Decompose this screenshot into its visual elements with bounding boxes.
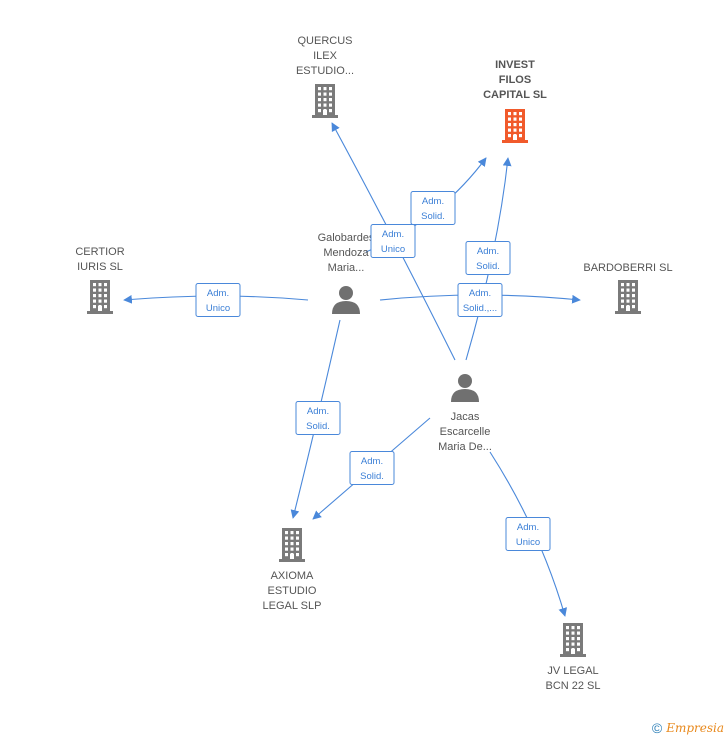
building-icon <box>279 528 305 562</box>
node-label: ESTUDIO... <box>296 65 354 77</box>
node-label: AXIOMA <box>271 570 314 582</box>
edge-label-box <box>465 241 511 275</box>
node-label: Maria... <box>328 262 365 274</box>
edge-label-box <box>349 451 395 485</box>
node-bardoberri[interactable]: BARDOBERRI SL <box>583 262 673 314</box>
node-label: BARDOBERRI SL <box>583 262 672 274</box>
edge-label-text: Adm. <box>477 246 499 257</box>
edge-label-galobardes-to-axioma[interactable]: Adm. Solid. <box>295 401 341 435</box>
edge-label-text: Unico <box>206 303 230 314</box>
brand-logo[interactable]: Empresia <box>666 721 724 735</box>
node-label: BCN 22 SL <box>545 680 600 692</box>
edge-label-text: Unico <box>516 537 540 548</box>
edge-label-text: Solid. <box>360 471 384 482</box>
edge-label-text: Solid.,... <box>463 303 497 314</box>
edge-label-text: Adm. <box>207 288 229 299</box>
node-certior[interactable]: CERTIOR IURIS SL <box>75 246 125 314</box>
edge-label-text: Adm. <box>422 196 444 207</box>
node-quercus[interactable]: QUERCUS ILEX ESTUDIO... <box>296 35 354 118</box>
node-label: Mendoza <box>323 247 369 259</box>
edge-label-box <box>410 191 456 225</box>
edge-label-text: Unico <box>381 244 405 255</box>
copyright-icon: © <box>651 720 663 736</box>
edge-label-jacas-to-jvlegal[interactable]: Adm. Unico <box>505 517 551 551</box>
node-label: Jacas <box>451 411 480 423</box>
node-jvlegal[interactable]: JV LEGAL BCN 22 SL <box>545 623 601 692</box>
node-axioma[interactable]: AXIOMA ESTUDIO LEGAL SLP <box>263 528 322 612</box>
node-galobardes[interactable]: GalobardesMendozaMaria... <box>318 232 375 314</box>
edge-label-text: Solid. <box>421 211 445 222</box>
node-label: LEGAL SLP <box>263 600 322 612</box>
node-label: Maria De... <box>438 441 492 453</box>
edge-label-box <box>457 283 503 317</box>
edge-labels-layer: Adm.UnicoAdm.Solid.Adm.Solid.,...Adm.Sol… <box>195 191 551 551</box>
building-icon <box>560 623 586 657</box>
edge-label-box <box>370 224 416 258</box>
highlighted-building-icon <box>502 109 528 143</box>
node-label: Galobardes <box>318 232 375 244</box>
edge-label-text: Adm. <box>361 456 383 467</box>
node-label: Escarcelle <box>440 426 491 438</box>
building-icon <box>312 84 338 118</box>
node-label: IURIS SL <box>77 261 123 273</box>
edge-label-text: Solid. <box>476 261 500 272</box>
edge-label-jacas-to-quercus[interactable]: Adm. Unico <box>370 224 416 258</box>
edge-label-box <box>295 401 341 435</box>
footer-brand: © Empresia <box>652 720 724 736</box>
edge-label-galobardes-to-certior[interactable]: Adm. Unico <box>195 283 241 317</box>
edge-label-box <box>505 517 551 551</box>
person-icon <box>332 286 360 314</box>
edge-label-box <box>195 283 241 317</box>
node-label: QUERCUS <box>297 35 352 47</box>
node-label: INVEST <box>495 59 535 71</box>
nodes-layer: QUERCUS ILEX ESTUDIO... INVEST FILOS CAPITAL … <box>75 35 672 692</box>
edge-label-text: Adm. <box>469 288 491 299</box>
edge-label-jacas-to-axioma[interactable]: Adm. Solid. <box>349 451 395 485</box>
node-label: ILEX <box>313 50 338 62</box>
edge-label-text: Adm. <box>307 406 329 417</box>
node-label: JV LEGAL <box>547 665 598 677</box>
node-label: CERTIOR <box>75 246 124 258</box>
edge-label-galobardes-to-invest[interactable]: Adm. Solid. <box>410 191 456 225</box>
edge-label-text: Solid. <box>306 421 330 432</box>
building-icon <box>615 280 641 314</box>
edge-label-jacas-to-invest[interactable]: Adm. Solid. <box>465 241 511 275</box>
edge-label-galobardes-to-bardoberri[interactable]: Adm. Solid.,... <box>457 283 503 317</box>
node-invest[interactable]: INVEST FILOS CAPITAL SL <box>483 59 547 143</box>
edge-label-text: Adm. <box>382 229 404 240</box>
node-label: CAPITAL SL <box>483 89 547 101</box>
node-label: ESTUDIO <box>268 585 317 597</box>
building-icon <box>87 280 113 314</box>
node-label: FILOS <box>499 74 531 86</box>
edge-label-text: Adm. <box>517 522 539 533</box>
person-icon <box>451 374 479 402</box>
